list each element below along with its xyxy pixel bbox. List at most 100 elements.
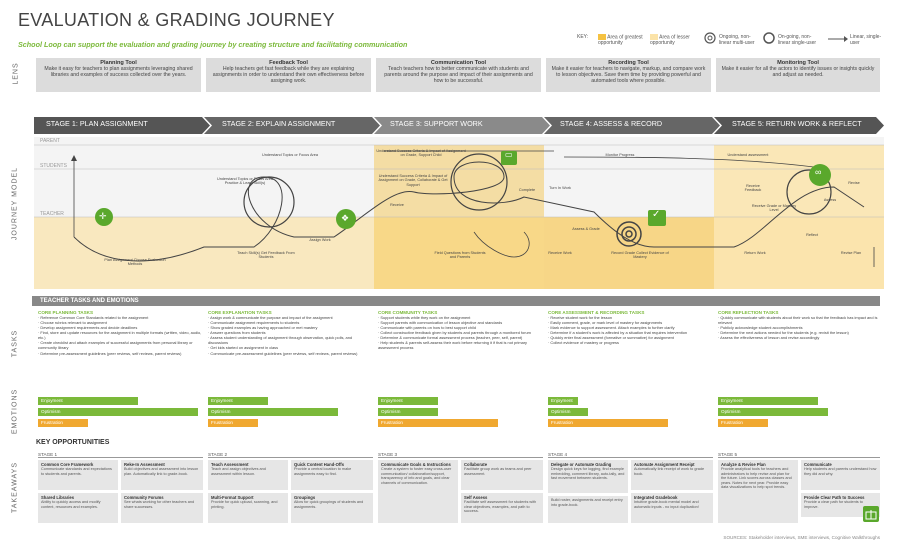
ko-stage-3: STAGE 3 [378, 452, 543, 458]
chat-bubble-icon: ▭ [505, 150, 513, 159]
ko-card-desc: Facilitate group work as teams and peer … [464, 467, 532, 476]
emotion-frustration-4: Frustration [548, 419, 668, 427]
task-item: Quickly enter final assessment (formativ… [548, 335, 713, 340]
ko-stage-4: STAGE 4 [548, 452, 713, 458]
node-reflect: Reflect [806, 233, 818, 237]
node-assess-grade: Assess & Grade [572, 227, 600, 231]
side-label-takeaways: TAKEAWAYS [11, 462, 19, 514]
key-greatest-label: Area of greatest opportunity [598, 34, 643, 47]
task-list: Receive student work for the lesson Easi… [548, 315, 713, 345]
task-item: Determine & communicate formal assessmen… [378, 335, 543, 340]
node-complete: Complete [518, 188, 536, 192]
node-receive-feedback: Receive Feedback [744, 184, 762, 193]
emotion-frustration-1: Frustration [38, 419, 88, 427]
task-list: Quickly communicate with students about … [718, 315, 880, 340]
node-plan-assignment: Plan Assignment Choose Evaluation Method… [104, 258, 166, 267]
task-col-title: CORE REFLECTION TASKS [718, 310, 779, 315]
zone-parent: PARENT [40, 138, 60, 144]
task-item: Help students & parents self-assess thei… [378, 340, 543, 350]
emotion-optimism-5: Optimism [718, 408, 828, 416]
task-list: Assign work & communicate the purpose an… [208, 315, 373, 356]
ko-card: Multi-Format Support Provide for quick u… [208, 493, 288, 523]
task-item: Communicate pre-assessment guidelines (p… [208, 351, 373, 356]
ko-card-title: Shared Libraries [41, 495, 75, 500]
stage-3-label: STAGE 3: SUPPORT WORK [390, 119, 483, 128]
ko-card-desc: Automatically link receipt of work to gr… [634, 467, 705, 476]
node-turn-in: Turn In Work [549, 186, 571, 190]
task-col-title: CORE COMMUNITY TASKS [378, 310, 438, 315]
ko-card-desc: Teach and assign objectives and assessme… [211, 467, 266, 476]
task-item: Mark evidence to support assessment. Att… [548, 325, 713, 330]
key-ongoing-single: On-going, non-linear single-user [778, 34, 817, 46]
ko-card-desc: Build roster, assignments and receipt en… [551, 498, 623, 507]
emotion-optimism-3: Optimism [378, 408, 438, 416]
stage-4-label: STAGE 4: ASSESS & RECORD [560, 119, 663, 128]
key-ongoing-multi: Ongoing, non-linear multi-user [719, 34, 755, 46]
task-item: Easily comment, grade, or mark level of … [548, 320, 713, 325]
ko-card-desc: Allow for quick groupings of students an… [294, 500, 364, 509]
ko-card: Teach Assessment Teach and assign object… [208, 460, 288, 490]
task-item: Reference Common Core Standards related … [38, 315, 203, 320]
stage-5-label: STAGE 5: RETURN WORK & REFLECT [732, 119, 862, 128]
stage-2-label: STAGE 2: EXPLAIN ASSIGNMENT [222, 119, 336, 128]
node-receive: Receive [390, 203, 404, 207]
node-revise: Revise [848, 181, 860, 185]
ko-card: Community Forums See whats working for o… [121, 493, 203, 523]
ko-card: Delegate or Automate Grading Design quic… [548, 460, 628, 493]
page-title: EVALUATION & GRADING JOURNEY [18, 10, 335, 30]
ko-card-title: Communicate Goals & Instructions [381, 462, 451, 467]
side-label-lens: LENS [12, 62, 20, 85]
ko-card-title: Provide Clear Path to Success [804, 495, 865, 500]
task-item: Show graded examples as having approache… [208, 325, 373, 330]
swatch-lesser-icon [650, 34, 658, 40]
ko-card-title: Multi-Format Support [211, 495, 254, 500]
lens-feedback: Feedback Tool Help teachers get fast fee… [206, 58, 371, 92]
task-item: Create checklist and attach examples of … [38, 340, 203, 350]
emotion-enjoyment-5: Enjoyment [718, 397, 818, 405]
tasks-header: TEACHER TASKS AND EMOTIONS [32, 296, 880, 306]
task-col-title: CORE EXPLANATION TASKS [208, 310, 272, 315]
task-item: Assess the effectiveness of lesson and r… [718, 335, 880, 340]
ko-card-desc: Provide analytical tools for teachers an… [721, 467, 792, 490]
ko-card-title: Common Core Framework [41, 462, 94, 467]
lens-planning: Planning Tool Make it easy for teachers … [36, 58, 201, 92]
ko-card: Communicate Help students and parents un… [801, 460, 880, 490]
ko-card: Collaborate Facilitate group work as tea… [461, 460, 543, 490]
task-item: Choose rubrics relevant to assignment [38, 320, 203, 325]
task-item: Communicate with parents on how to best … [378, 325, 543, 330]
stage-bar [34, 117, 884, 134]
node-understand-topics-parent: Understand Topics or Focus Area [261, 153, 319, 157]
node-receive-grade: Receive Grade or Mastery Level [751, 204, 797, 213]
node-field-questions: Field Questions from Students and Parent… [434, 251, 486, 260]
task-list: Reference Common Core Standards related … [38, 315, 203, 356]
lens-title: Recording Tool [608, 60, 649, 66]
ko-card-title: Community Forums [124, 495, 164, 500]
emotion-optimism-2: Optimism [208, 408, 338, 416]
ko-card-desc: Facilitate self assessment for students … [464, 500, 537, 514]
ongoing-multi-icon [704, 32, 716, 44]
task-item: Quickly communicate with students about … [718, 315, 880, 325]
ko-card: Groupings Allow for quick groupings of s… [291, 493, 373, 523]
node-record-grade: Record Grade Collect Evidence of Mastery [611, 251, 669, 260]
ko-card-title: Delegate or Automate Grading [551, 462, 612, 467]
ko-card-title: Analyze & Revise Plan [721, 462, 766, 467]
task-item: Support parents with communication of le… [378, 320, 543, 325]
ko-card: Automate Assignment Receipt Automaticall… [631, 460, 713, 490]
lens-title: Planning Tool [100, 60, 137, 66]
task-item: Collect evidence of mastery or progress [548, 340, 713, 345]
lens-desc: Make it easier for teachers to navigate,… [551, 66, 706, 85]
ko-card-title: Quick Content Hand-Offs [294, 462, 345, 467]
sources-note: SOURCES: Stakeholder interviews, SME int… [723, 535, 880, 540]
ko-card-title: Reke-In Assessment [124, 462, 165, 467]
key-greatest: Area of greatest opportunity [598, 34, 646, 46]
key-label: KEY: [577, 34, 589, 40]
lens-title: Feedback Tool [269, 60, 308, 66]
task-item: Receive student work for the lesson [548, 315, 713, 320]
ko-card-desc: Ability to quickly access and modify con… [41, 500, 101, 509]
emotion-enjoyment-2: Enjoyment [208, 397, 268, 405]
node-assign-work: Assign Work [309, 238, 331, 242]
ko-card-title: Teach Assessment [211, 462, 249, 467]
ko-card-title: Automate Assignment Receipt [634, 462, 695, 467]
ko-stage-1: STAGE 1 [38, 452, 203, 458]
key-lesser-label: Area of lesser opportunity [650, 34, 690, 47]
